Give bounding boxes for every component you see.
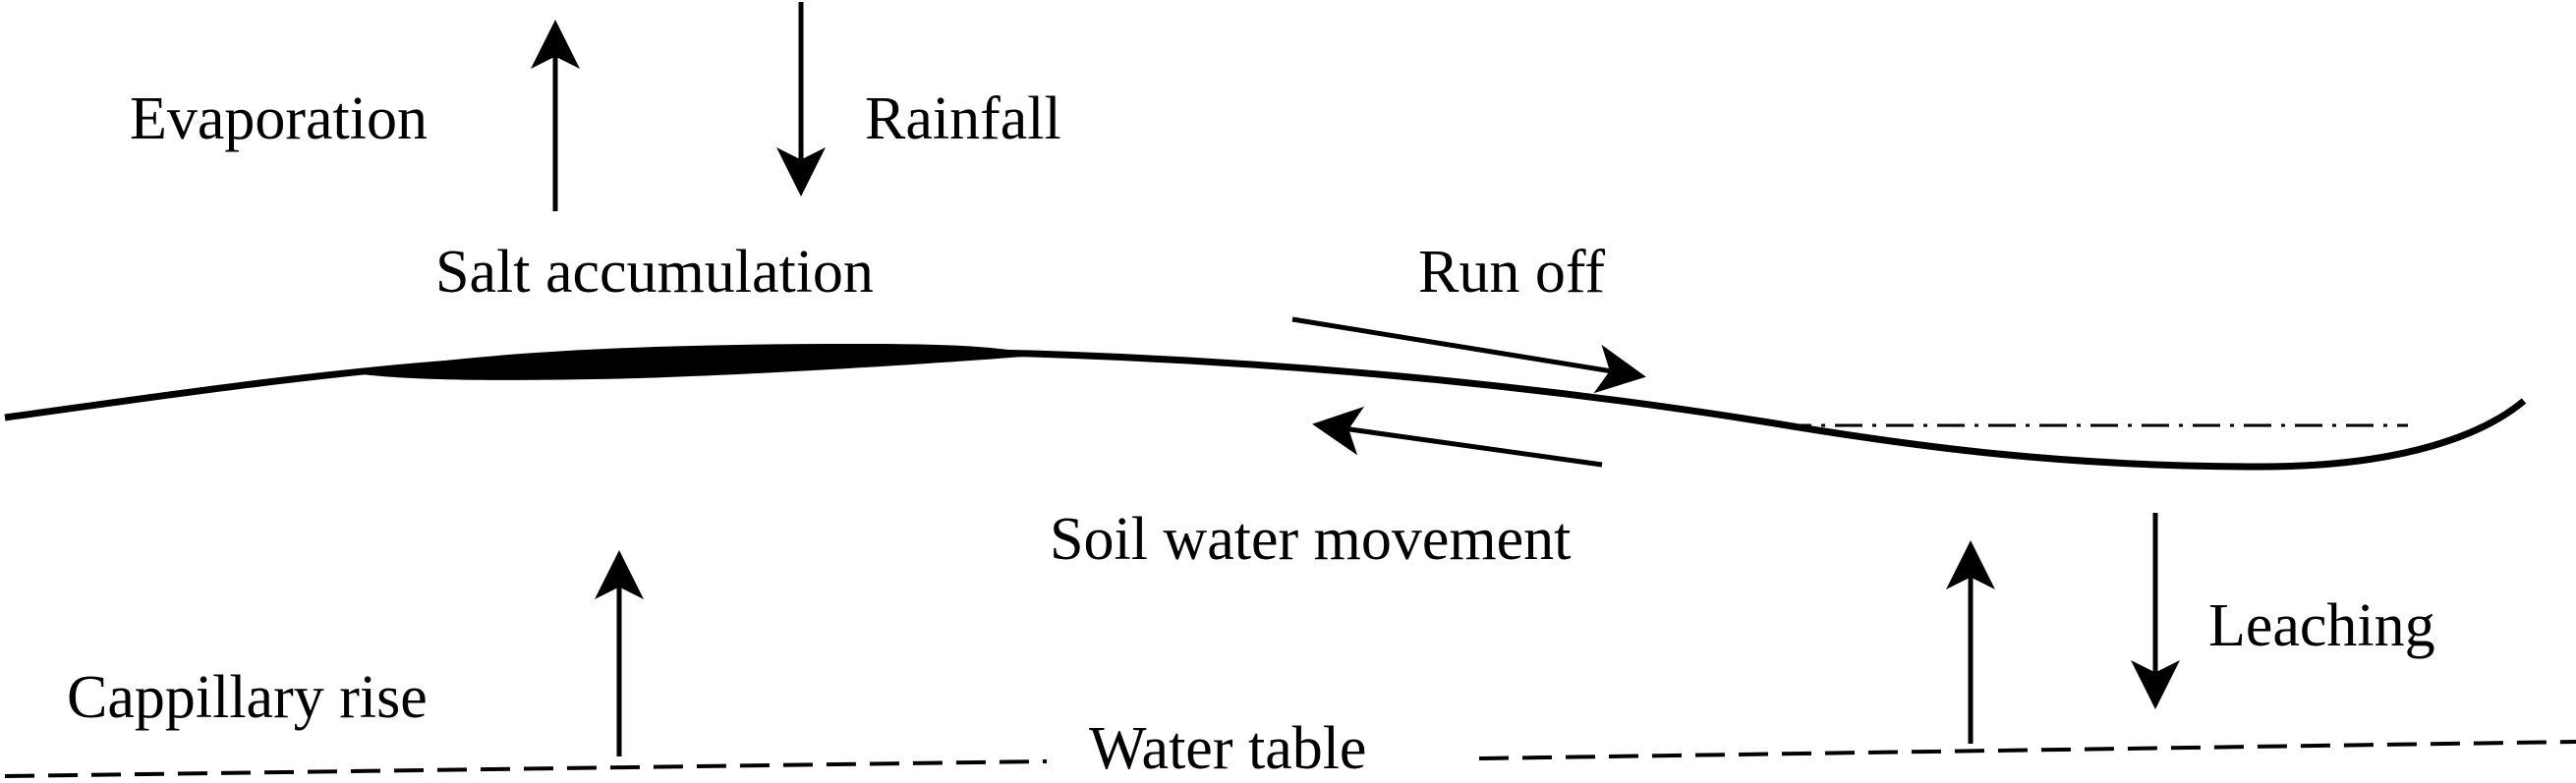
run-off-arrow [1291,316,1646,394]
run-off-label: Run off [1418,239,1605,306]
water-table-line-left [4,759,1048,778]
soil-water-movement-arrow [1312,406,1603,468]
evaporation-label: Evaporation [130,85,428,152]
water-table-label: Water table [1089,715,1366,782]
salt-accumulation-crust [354,344,1037,380]
water-table-line-right [1478,740,2576,760]
salt-accumulation-label: Salt accumulation [435,239,874,306]
leaching-label: Leaching [2208,592,2435,659]
soil-water-movement-label: Soil water movement [1050,506,1571,573]
rainfall-label: Rainfall [865,85,1061,152]
capillary-rise-label: Cappillary rise [67,664,428,731]
